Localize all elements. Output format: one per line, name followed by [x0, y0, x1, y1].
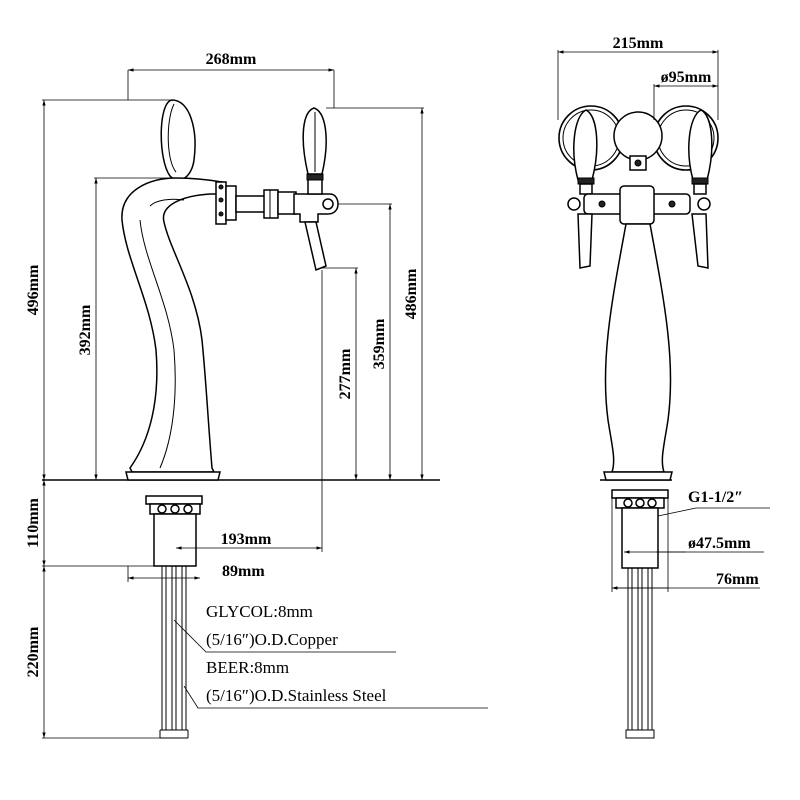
note-glycol-1: GLYCOL:8mm [206, 602, 313, 621]
front-tower-body-icon [604, 223, 672, 473]
dim-base-width: 76mm [716, 571, 759, 588]
tubes [159, 566, 189, 739]
tower-base-collar [125, 471, 221, 481]
tap-shank [235, 195, 267, 213]
dim-width-total: 215mm [613, 35, 664, 52]
dim-height-tap-mid: 359mm [371, 318, 388, 369]
front-view: 215mm ø95mm G1-1/2″ ø47.5mm 76mm [557, 35, 770, 739]
front-tubes [625, 568, 655, 739]
center-sphere-icon [613, 111, 663, 161]
dim-tube-length: 220mm [25, 626, 42, 677]
dim-height-tap-top: 486mm [403, 268, 420, 319]
note-beer-1: BEER:8mm [206, 658, 289, 677]
dim-base-diameter: 89mm [222, 563, 265, 580]
dim-height-spout: 277mm [337, 348, 354, 399]
note-beer-2: (5/16″)O.D.Stainless Steel [206, 686, 387, 705]
left-handle-icon [573, 109, 598, 181]
dim-head-diameter: ø95mm [661, 69, 712, 86]
left-spout-icon [577, 213, 593, 269]
dim-base-height: 110mm [25, 497, 42, 547]
shank-body [153, 513, 197, 567]
dim-reach: 193mm [221, 531, 272, 548]
dim-thread: G1-1/2″ [688, 489, 743, 506]
dim-width-top: 268mm [206, 51, 257, 68]
dim-shank-diameter: ø47.5mm [688, 535, 751, 552]
dim-height-total: 496mm [25, 264, 42, 315]
note-glycol-2: (5/16″)O.D.Copper [206, 630, 338, 649]
right-handle-icon [688, 109, 713, 181]
faucet-spout-icon [304, 221, 327, 272]
right-spout-icon [691, 213, 709, 269]
dim-height-shank-top: 392mm [77, 304, 94, 355]
shank-nut [145, 495, 203, 505]
tower-top-handle-icon [160, 99, 196, 181]
side-view: 268mm 496mm 392mm 486mm 359mm 277mm 110m… [25, 51, 488, 739]
